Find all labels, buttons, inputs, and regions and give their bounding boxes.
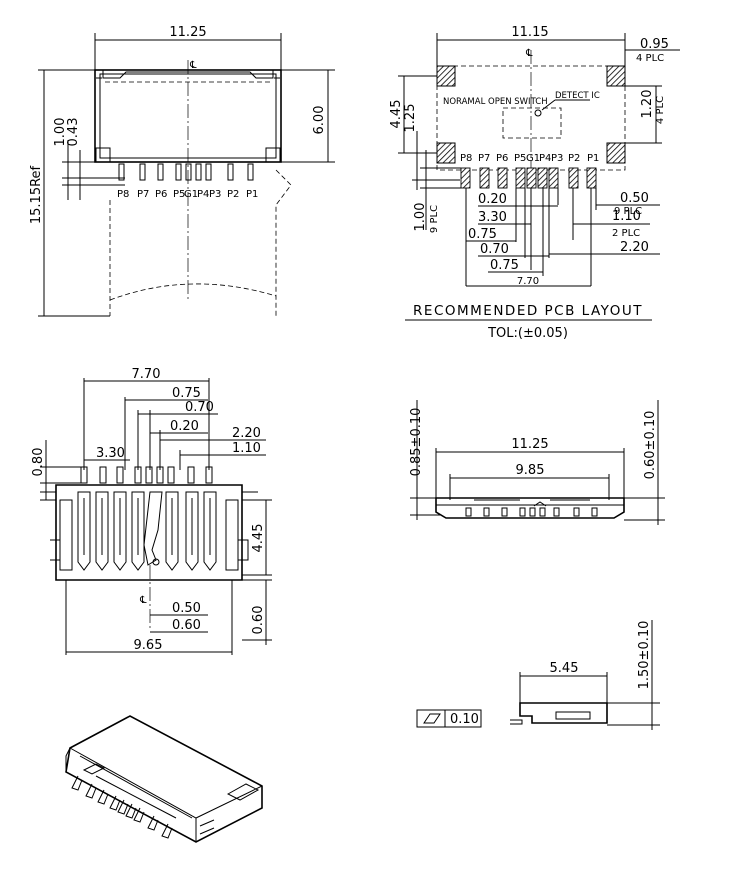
- pcb-layout-tolerance: TOL:(±0.05): [487, 326, 568, 341]
- pcb-pin-p1: P1: [587, 153, 599, 164]
- bottom-dim-070: 0.70: [185, 400, 214, 415]
- bottom-dim-060a: 0.60: [172, 618, 201, 633]
- top-pin-p5: P5: [173, 189, 185, 200]
- bottom-dim-075: 0.75: [172, 386, 201, 401]
- pcb-dim-020: 0.20: [478, 192, 507, 207]
- pcb-plc4-b: 4 PLC: [655, 96, 666, 124]
- top-pin-g1: G1: [184, 189, 198, 200]
- top-center-mark: ℄: [189, 60, 197, 71]
- bottom-dim-060b: 0.60: [251, 606, 266, 635]
- pcb-plc4-a: 4 PLC: [636, 53, 664, 64]
- pcb-dim-330: 3.30: [478, 210, 507, 225]
- pcb-pin-p7: P7: [478, 153, 490, 164]
- pcb-pin-p6: P6: [496, 153, 508, 164]
- top-height-label: 6.00: [312, 106, 327, 135]
- pcb-switch-label: NORAMAL OPEN SWITCH: [443, 97, 548, 107]
- top-pin-p6: P6: [155, 189, 167, 200]
- side-flatness: 0.10: [450, 712, 479, 727]
- side-dim-150: 1.50±0.10: [637, 621, 652, 690]
- pcb-dim-770: 7.70: [517, 276, 539, 287]
- pcb-dim-050: 0.50: [620, 191, 649, 206]
- bottom-center-mark: ℄: [139, 595, 147, 606]
- top-pin-p7: P7: [137, 189, 149, 200]
- pcb-dim-120: 1.20: [640, 90, 655, 119]
- top-dim-100: 1.00: [53, 118, 68, 147]
- top-width-label: 11.25: [169, 25, 206, 40]
- pcb-dim-100: 1.00: [413, 203, 428, 232]
- front-dim-985: 9.85: [516, 463, 545, 478]
- pcb-pin-p5: P5: [514, 153, 526, 164]
- bottom-dim-330: 3.30: [96, 446, 125, 461]
- bottom-dim-080: 0.80: [31, 448, 46, 477]
- pcb-plc2: 2 PLC: [612, 228, 640, 239]
- pcb-dim-095: 0.95: [640, 37, 669, 52]
- bottom-dim-110: 1.10: [232, 441, 261, 456]
- bottom-dim-965: 9.65: [134, 638, 163, 653]
- pcb-detect-label: DETECT IC: [555, 91, 600, 101]
- top-pin-p8: P8: [117, 189, 129, 200]
- side-dim-545: 5.45: [550, 661, 579, 676]
- front-view: 0.85±0.10 11.25 9.85 0.60±0.10: [409, 400, 665, 525]
- top-pin-p2: P2: [227, 189, 239, 200]
- front-dim-085: 0.85±0.10: [409, 408, 424, 477]
- bottom-dim-050: 0.50: [172, 601, 201, 616]
- side-view: 5.45 1.50±0.10 0.10: [416, 620, 660, 730]
- pcb-dim-445: 4.45: [389, 100, 404, 129]
- pcb-plc9-a: 9 PLC: [429, 205, 440, 233]
- front-dim-060: 0.60±0.10: [643, 411, 658, 480]
- top-pin-p4: P4: [197, 189, 209, 200]
- pcb-center-mark: ℄: [525, 48, 533, 59]
- pcb-pin-p4: P4: [539, 153, 551, 164]
- pcb-layout-title: RECOMMENDED PCB LAYOUT: [413, 303, 643, 319]
- pcb-pin-g1: G1: [526, 153, 540, 164]
- pcb-plc9-b: 9 PLC: [614, 206, 642, 217]
- bottom-dim-445: 4.45: [251, 524, 266, 553]
- pcb-pin-p3: P3: [551, 153, 563, 164]
- pcb-dim-125: 1.25: [403, 104, 418, 133]
- pcb-dim-075b: 0.75: [490, 258, 519, 273]
- bottom-pins: [80, 466, 213, 484]
- bottom-dim-220: 2.20: [232, 426, 261, 441]
- pcb-pin-p8: P8: [460, 153, 472, 164]
- iso-pins: [71, 775, 173, 839]
- pcb-dim-070: 0.70: [480, 242, 509, 257]
- pcb-width-label: 11.15: [511, 25, 548, 40]
- bottom-view: 7.70 0.75 0.70 0.20 2.20 3.30 1.10 0.80: [31, 367, 272, 655]
- pcb-pin-p2: P2: [568, 153, 580, 164]
- front-pins: [465, 507, 598, 517]
- top-pins: [118, 163, 254, 181]
- top-view: 11.25 ℄ 6.00 15.15Ref 1.00 0.43: [29, 25, 335, 317]
- pcb-signal-pads: [460, 167, 597, 189]
- front-dim-1125: 11.25: [511, 437, 548, 452]
- top-dim-043: 0.43: [66, 118, 81, 147]
- bottom-dim-020: 0.20: [170, 419, 199, 434]
- top-pin-p1: P1: [246, 189, 258, 200]
- isometric-view: [65, 715, 263, 843]
- top-pin-p3: P3: [209, 189, 221, 200]
- bottom-contacts: [77, 491, 217, 571]
- pcb-dim-220: 2.20: [620, 240, 649, 255]
- bottom-dim-770: 7.70: [132, 367, 161, 382]
- top-overall-label: 15.15Ref: [29, 165, 44, 224]
- pcb-dim-075a: 0.75: [468, 227, 497, 242]
- pcb-layout-view: 11.15 0.95 4 PLC ℄ NORAMAL OPEN SWITCH D…: [389, 25, 680, 341]
- pcb-dim-110: 1.10: [612, 209, 641, 224]
